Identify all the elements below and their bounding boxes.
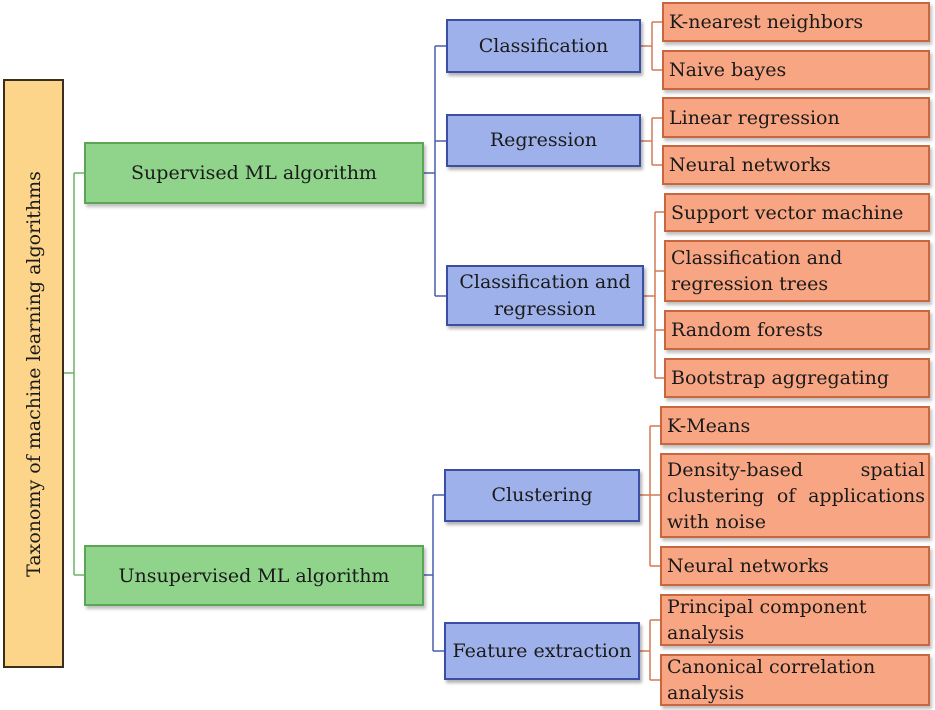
leaf-label: Naive bayes (669, 59, 787, 81)
root-label: Taxonomy of machine learning algorithms (22, 170, 45, 577)
regression-node: Regression (446, 114, 641, 167)
supervised-label: Supervised ML algorithm (131, 162, 377, 184)
regression-connector (641, 117, 662, 166)
leaf-neural-networks-sup: Neural networks (662, 145, 930, 185)
supervised-node: Supervised ML algorithm (84, 142, 424, 204)
leaf-knn: K-nearest neighbors (662, 2, 930, 42)
leaf-random-forests: Random forests (664, 310, 930, 350)
feature-extraction-connector (640, 619, 660, 681)
leaf-label: Linear regression (669, 106, 840, 129)
leaf-naive-bayes: Naive bayes (662, 50, 930, 90)
clustering-connector (640, 425, 660, 567)
leaf-label: Bootstrap aggregating (671, 367, 890, 389)
clustering-node: Clustering (444, 469, 640, 522)
supervised-connector (424, 45, 446, 297)
leaf-label: Neural networks (667, 555, 829, 577)
leaf-label: Classification and regression trees (671, 247, 843, 295)
leaf-label: K-Means (667, 414, 751, 437)
unsupervised-node: Unsupervised ML algorithm (84, 545, 424, 606)
leaf-label: Principal component analysis (667, 596, 867, 644)
leaf-label: Density-based spatial clustering of appl… (667, 458, 925, 533)
root-connector (63, 172, 84, 576)
leaf-dbscan: Density-based spatial clustering of appl… (660, 453, 930, 538)
root-node: Taxonomy of machine learning algorithms (3, 79, 64, 668)
leaf-bagging: Bootstrap aggregating (664, 358, 930, 398)
classification-regression-node: Classification and regression (446, 265, 644, 326)
classification-regression-label: Classification and regression (459, 270, 631, 320)
unsupervised-label: Unsupervised ML algorithm (118, 564, 390, 587)
leaf-label: K-nearest neighbors (669, 11, 864, 33)
regression-label: Regression (489, 129, 598, 151)
clustering-label: Clustering (491, 484, 593, 506)
leaf-label: Support vector machine (671, 201, 904, 224)
leaf-cart: Classification and regression trees (664, 240, 930, 302)
classification-label: Classification (478, 34, 609, 57)
unsupervised-connector (424, 494, 444, 652)
leaf-cca: Canonical correlation analysis (660, 654, 930, 706)
class-reg-connector (644, 211, 664, 379)
leaf-label: Random forests (671, 319, 823, 341)
leaf-svm: Support vector machine (664, 193, 930, 232)
classification-node: Classification (446, 19, 641, 73)
leaf-pca: Principal component analysis (660, 594, 930, 646)
leaf-linear-regression: Linear regression (662, 97, 930, 138)
feature-extraction-node: Feature extraction (444, 622, 640, 680)
feature-extraction-label: Feature extraction (452, 639, 632, 662)
leaf-label: Neural networks (669, 154, 831, 176)
classification-connector (641, 21, 662, 71)
leaf-label: Canonical correlation analysis (667, 656, 876, 704)
leaf-kmeans: K-Means (660, 406, 930, 445)
leaf-neural-networks-unsup: Neural networks (660, 546, 930, 586)
